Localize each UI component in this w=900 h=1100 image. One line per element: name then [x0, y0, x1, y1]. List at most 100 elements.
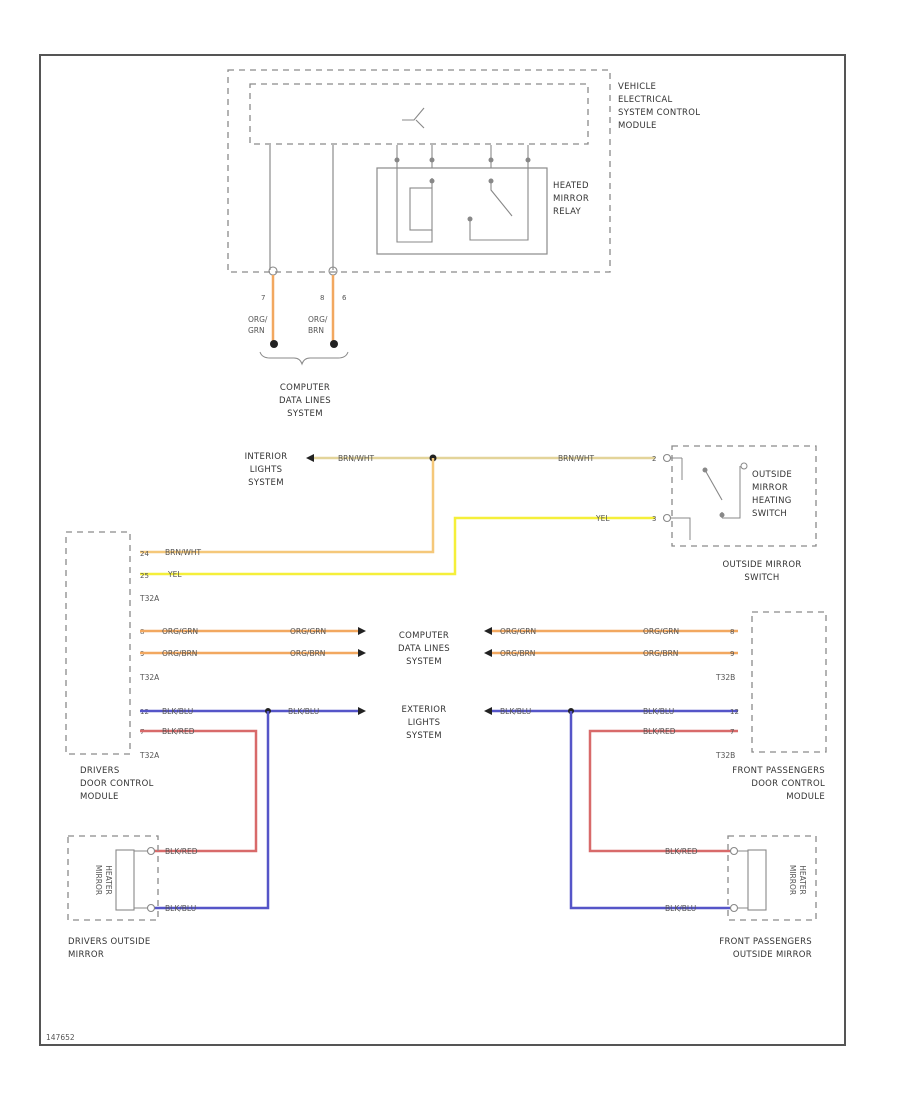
- pin-ecm-6: 6: [342, 294, 347, 302]
- connector-t32a-3: T32A: [139, 751, 160, 760]
- pin-dl-25: 25: [140, 572, 149, 580]
- pin-switch-3: 3: [652, 515, 656, 523]
- relay-coil-icon: [409, 187, 433, 231]
- wire-label-blk-blu-l2: BLK/BLU: [288, 707, 319, 716]
- wire-label-org-2: ORG/: [308, 315, 328, 324]
- outside-mirror-switch-2: SWITCH: [744, 573, 779, 583]
- wire-label-yel-1: YEL: [595, 514, 610, 523]
- relay-label-line2: MIRROR: [553, 194, 589, 204]
- computer-data-lines-top-3: SYSTEM: [287, 409, 323, 419]
- pin-dr-9: 9: [730, 650, 734, 658]
- mirror-heat-switch-1: OUTSIDE: [752, 470, 792, 480]
- wire-label-org-brn-l2: ORG/BRN: [290, 649, 325, 658]
- wire-label-grn: GRN: [248, 326, 265, 335]
- wire-label-blk-blu-l1: BLK/BLU: [162, 707, 193, 716]
- exterior-lights-label-3: SYSTEM: [406, 731, 442, 741]
- svg-text:MIRROR: MIRROR: [752, 483, 788, 493]
- svg-text:SWITCH: SWITCH: [752, 509, 787, 519]
- wire-label-blk-blu-r3: BLK/BLU: [665, 904, 696, 913]
- computer-data-lines-mid: ORG/GRN ORG/GRN ORG/BRN ORG/BRN COMPUTER…: [140, 627, 738, 667]
- arrow-left-icon: [484, 627, 492, 635]
- mirror-heater-right-1: MIRROR: [788, 865, 797, 895]
- pin-switch-2: 2: [652, 455, 656, 463]
- front-pass-mirror-label-1: FRONT PASSENGERS: [719, 937, 812, 947]
- wire-label-org-grn-l1: ORG/GRN: [162, 627, 198, 636]
- diagram-frame: [39, 54, 846, 1046]
- exterior-lights-label-2: LIGHTS: [408, 718, 441, 728]
- wire-label-blk-red-l1: BLK/RED: [162, 727, 195, 736]
- front-passengers-outside-mirror: MIRROR HEATER BLK/RED BLK/BLU FRONT PASS…: [665, 835, 817, 960]
- wire-label-blk-red-r2: BLK/RED: [665, 847, 698, 856]
- wire-label-org: ORG/: [248, 315, 268, 324]
- connector-t32b-2: T32B: [715, 751, 735, 760]
- svg-text:HEATED: HEATED: [553, 181, 589, 191]
- front-pass-door-label-3: MODULE: [786, 792, 825, 802]
- exterior-lights-label-1: EXTERIOR: [401, 705, 446, 715]
- pin-ecm-8: 8: [320, 294, 324, 302]
- ecm-label-line1: VEHICLE: [618, 82, 656, 92]
- wire-label-org-grn-r2: ORG/GRN: [643, 627, 679, 636]
- computer-data-lines-mid-3: SYSTEM: [406, 657, 442, 667]
- wire-label-brn-wht-3: BRN/WHT: [165, 548, 202, 557]
- computer-data-lines-mid-2: DATA LINES: [398, 644, 450, 654]
- wire-label-brn-wht-2: BRN/WHT: [558, 454, 595, 463]
- bracket-icon: [259, 351, 349, 366]
- interior-lights-label-2: LIGHTS: [250, 465, 283, 475]
- svg-text:MODULE: MODULE: [618, 121, 657, 131]
- pin-dr-7: 7: [730, 728, 734, 736]
- pin-ecm-7: 7: [261, 294, 265, 302]
- front-pass-door-label-2: DOOR CONTROL: [751, 779, 825, 789]
- ecm-label-line3: SYSTEM CONTROL: [618, 108, 700, 118]
- wire-label-brn-wht-1: BRN/WHT: [338, 454, 375, 463]
- svg-text:MIRROR: MIRROR: [553, 194, 589, 204]
- switch-contact-icon: [704, 469, 723, 518]
- arrow-left-icon: [484, 707, 492, 715]
- pin-dl-24: 24: [140, 550, 149, 558]
- arrow-right-icon: [358, 649, 366, 657]
- svg-text:VEHICLE: VEHICLE: [618, 82, 656, 92]
- svg-text:OUTSIDE: OUTSIDE: [752, 470, 792, 480]
- pin-dr-8: 8: [730, 628, 734, 636]
- svg-text:RELAY: RELAY: [553, 207, 582, 217]
- wire-label-org-grn-l2: ORG/GRN: [290, 627, 326, 636]
- drivers-outside-mirror: MIRROR HEATER BLK/RED BLK/BLU DRIVERS OU…: [67, 835, 198, 960]
- computer-data-lines-top-2: DATA LINES: [279, 396, 331, 406]
- svg-text:ELECTRICAL: ELECTRICAL: [618, 95, 673, 105]
- wire-label-blk-blu-r2: BLK/BLU: [643, 707, 674, 716]
- relay-label-line1: HEATED: [553, 181, 589, 191]
- outside-mirror-switch: 2 3 OUTSIDE MIRROR HEATING SWITCH OUTSID…: [652, 445, 817, 583]
- mirror-heat-switch-2: MIRROR: [752, 483, 788, 493]
- mirror-heater-right-2: HEATER: [798, 865, 807, 894]
- ecm-label-line4: MODULE: [618, 121, 657, 131]
- wire-label-org-brn-r2: ORG/BRN: [643, 649, 678, 658]
- wire-label-blk-red-r1: BLK/RED: [643, 727, 676, 736]
- wire-label-org-grn-r1: ORG/GRN: [500, 627, 536, 636]
- arrow-right-icon: [358, 627, 366, 635]
- mirror-heat-switch-4: SWITCH: [752, 509, 787, 519]
- computer-data-lines-top-1: COMPUTER: [280, 383, 330, 393]
- drivers-door-label-1: DRIVERS: [80, 766, 120, 776]
- wire-label-blk-blu-r1: BLK/BLU: [500, 707, 531, 716]
- relay-label-line3: RELAY: [553, 207, 582, 217]
- wire-label-brn: BRN: [308, 326, 324, 335]
- connector-t32b-1: T32B: [715, 673, 735, 682]
- mirror-heat-switch-3: HEATING: [752, 496, 792, 506]
- wire-label-org-brn-l1: ORG/BRN: [162, 649, 197, 658]
- connector-t32a-2: T32A: [139, 673, 160, 682]
- ecm-data-lines: 7 8 6 ORG/ GRN ORG/ BRN COMPUTER DATA LI…: [248, 145, 349, 419]
- wire-label-yel-2: YEL: [167, 570, 182, 579]
- drivers-door-control-module: 24 25 T32A 8 9 T32A 12 7 T32A DRIVERS DO…: [65, 531, 160, 802]
- arrow-right-icon: [358, 707, 366, 715]
- ecm-label-line2: ELECTRICAL: [618, 95, 673, 105]
- vehicle-electrical-system-control-module: VEHICLE ELECTRICAL SYSTEM CONTROL MODULE: [227, 69, 700, 273]
- arrow-left-icon: [306, 454, 314, 462]
- mirror-heater-left-icon: [115, 849, 135, 911]
- computer-data-lines-mid-1: COMPUTER: [399, 631, 449, 641]
- diagram-code: 147652: [46, 1033, 75, 1042]
- mirror-heater-left-1: MIRROR: [94, 865, 103, 895]
- mirror-heater-left-2: HEATER: [104, 865, 113, 894]
- drivers-door-label-2: DOOR CONTROL: [80, 779, 154, 789]
- wire-label-blk-blu-l3: BLK/BLU: [165, 904, 196, 913]
- drivers-mirror-label-1: DRIVERS OUTSIDE: [68, 937, 151, 947]
